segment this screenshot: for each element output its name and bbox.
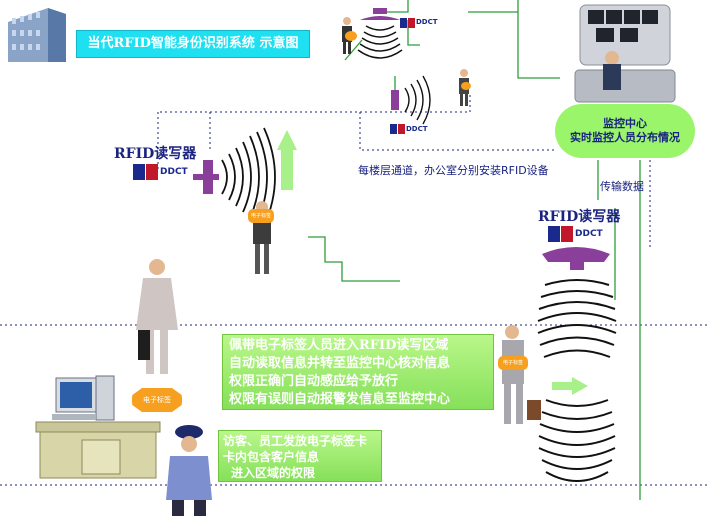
entry-info-line: 佩带电子标签人员进入RFID读写区域 [229, 338, 449, 353]
dotted-network-lines [0, 95, 710, 486]
right-arrow-icon [552, 377, 588, 395]
visitor-info-line: 进入区域的权限 [231, 466, 316, 480]
ddct-logo-top [400, 18, 415, 28]
monitoring-center-icon [574, 4, 676, 103]
entry-info-line: 权限有误则自动报警发信息至监控中心 [229, 392, 451, 407]
person-office-icon [459, 69, 471, 106]
reception-desk-icon [35, 421, 161, 479]
solid-network-lines [308, 0, 641, 500]
tag-badge-small-right: 电子标签 [498, 356, 528, 370]
ddct-logo-mid [390, 124, 405, 134]
reader-label-right: RFID读写器 [538, 209, 621, 225]
brand-text-left: DDCT [160, 167, 188, 177]
up-arrow-icon [277, 130, 297, 190]
tag-badge-large: 电子标签 [132, 388, 182, 412]
ddct-logo-left [133, 164, 158, 180]
ceiling-reader-icon [357, 8, 403, 59]
entry-info-box: 佩带电子标签人员进入RFID读写区域 自动读取信息并转至监控中心核对信息 权限正… [222, 334, 494, 410]
corridor-note: 每楼层通道，办公室分别安装RFID设备 [358, 164, 549, 177]
ddct-logo-right [548, 226, 573, 242]
transfer-note: 传输数据 [600, 180, 644, 193]
person-entering-icon [502, 325, 541, 424]
person-businessman-icon [136, 259, 178, 374]
entry-info-line: 权限正确门自动感应给予放行 [229, 374, 399, 389]
security-guard-icon [166, 425, 212, 516]
computer-icon [52, 375, 115, 421]
diagram-title: 当代RFID智能身份识别系统 示意图 [76, 30, 310, 58]
brand-text-top: DDCT [416, 18, 438, 26]
building-icon [8, 8, 66, 62]
monitor-center-cloud: 监控中心 实时监控人员分布情况 [555, 104, 695, 158]
wall-reader-mid-icon [391, 75, 431, 125]
visitor-info-box: 访客、员工发放电子标签卡 卡内包含客户信息 进入区域的权限 [218, 430, 382, 482]
monitor-center-subtitle: 实时监控人员分布情况 [570, 131, 680, 144]
person-corridor-top-icon [342, 17, 357, 54]
monitor-center-title: 监控中心 [603, 117, 647, 130]
brand-text-mid: DDCT [406, 125, 428, 133]
visitor-info-line: 访客、员工发放电子标签卡 [223, 434, 368, 448]
brand-text-right: DDCT [575, 229, 603, 239]
entry-info-line: 自动读取信息并转至监控中心核对信息 [229, 356, 451, 371]
tag-badge-small-left: 电子标签 [248, 209, 274, 223]
reader-label-left: RFID读写器 [114, 146, 197, 162]
ceiling-reader-right-icon [537, 247, 617, 482]
visitor-info-line: 卡内包含客户信息 [223, 450, 320, 464]
